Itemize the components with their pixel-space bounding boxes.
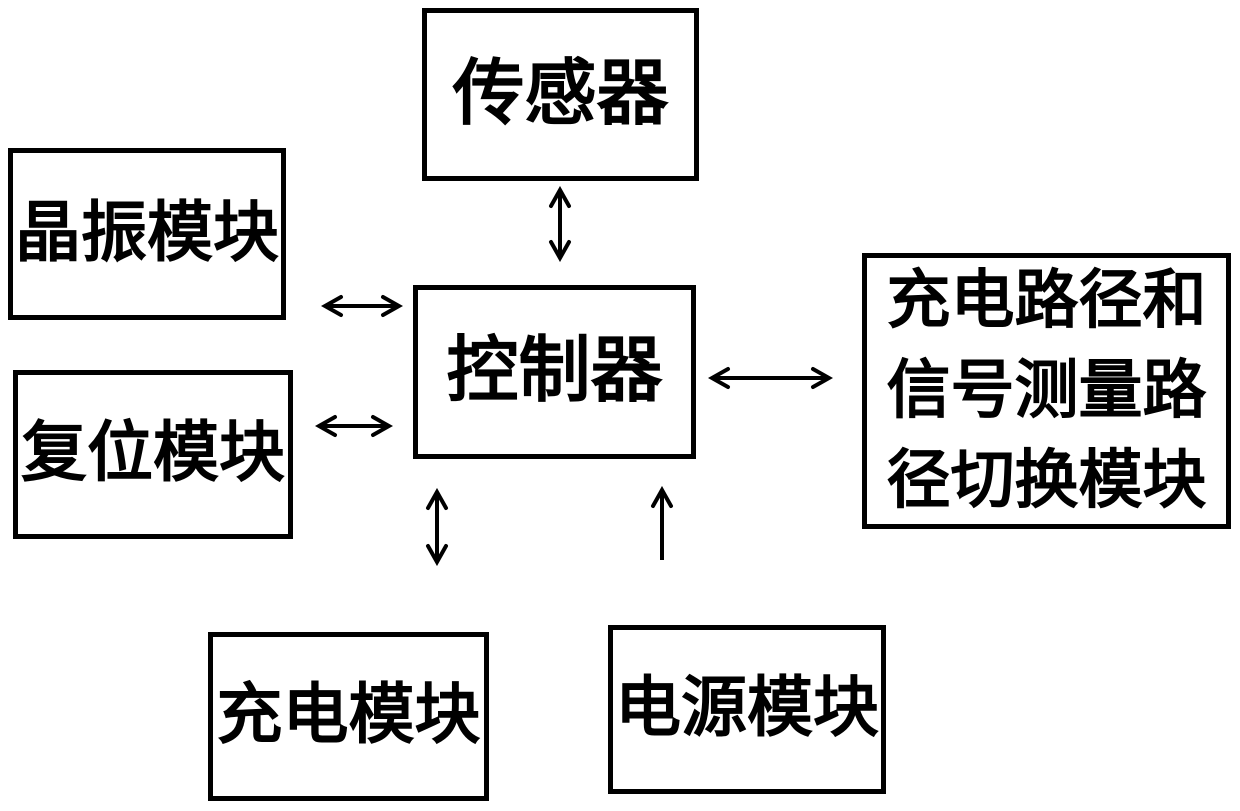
node-path-switch-module: 充电路径和 信号测量路 径切换模块 xyxy=(862,253,1231,529)
path-switch-line-1: 充电路径和 xyxy=(886,265,1207,336)
node-controller: 控制器 xyxy=(413,285,696,459)
node-power-module: 电源模块 xyxy=(608,625,886,794)
path-switch-line-3: 径切换模块 xyxy=(886,445,1207,516)
node-sensor: 传感器 xyxy=(422,8,699,181)
node-charging-module: 充电模块 xyxy=(208,632,489,801)
path-switch-line-2: 信号测量路 xyxy=(886,355,1207,426)
node-crystal-module: 晶振模块 xyxy=(8,148,286,320)
node-reset-module: 复位模块 xyxy=(13,370,293,539)
